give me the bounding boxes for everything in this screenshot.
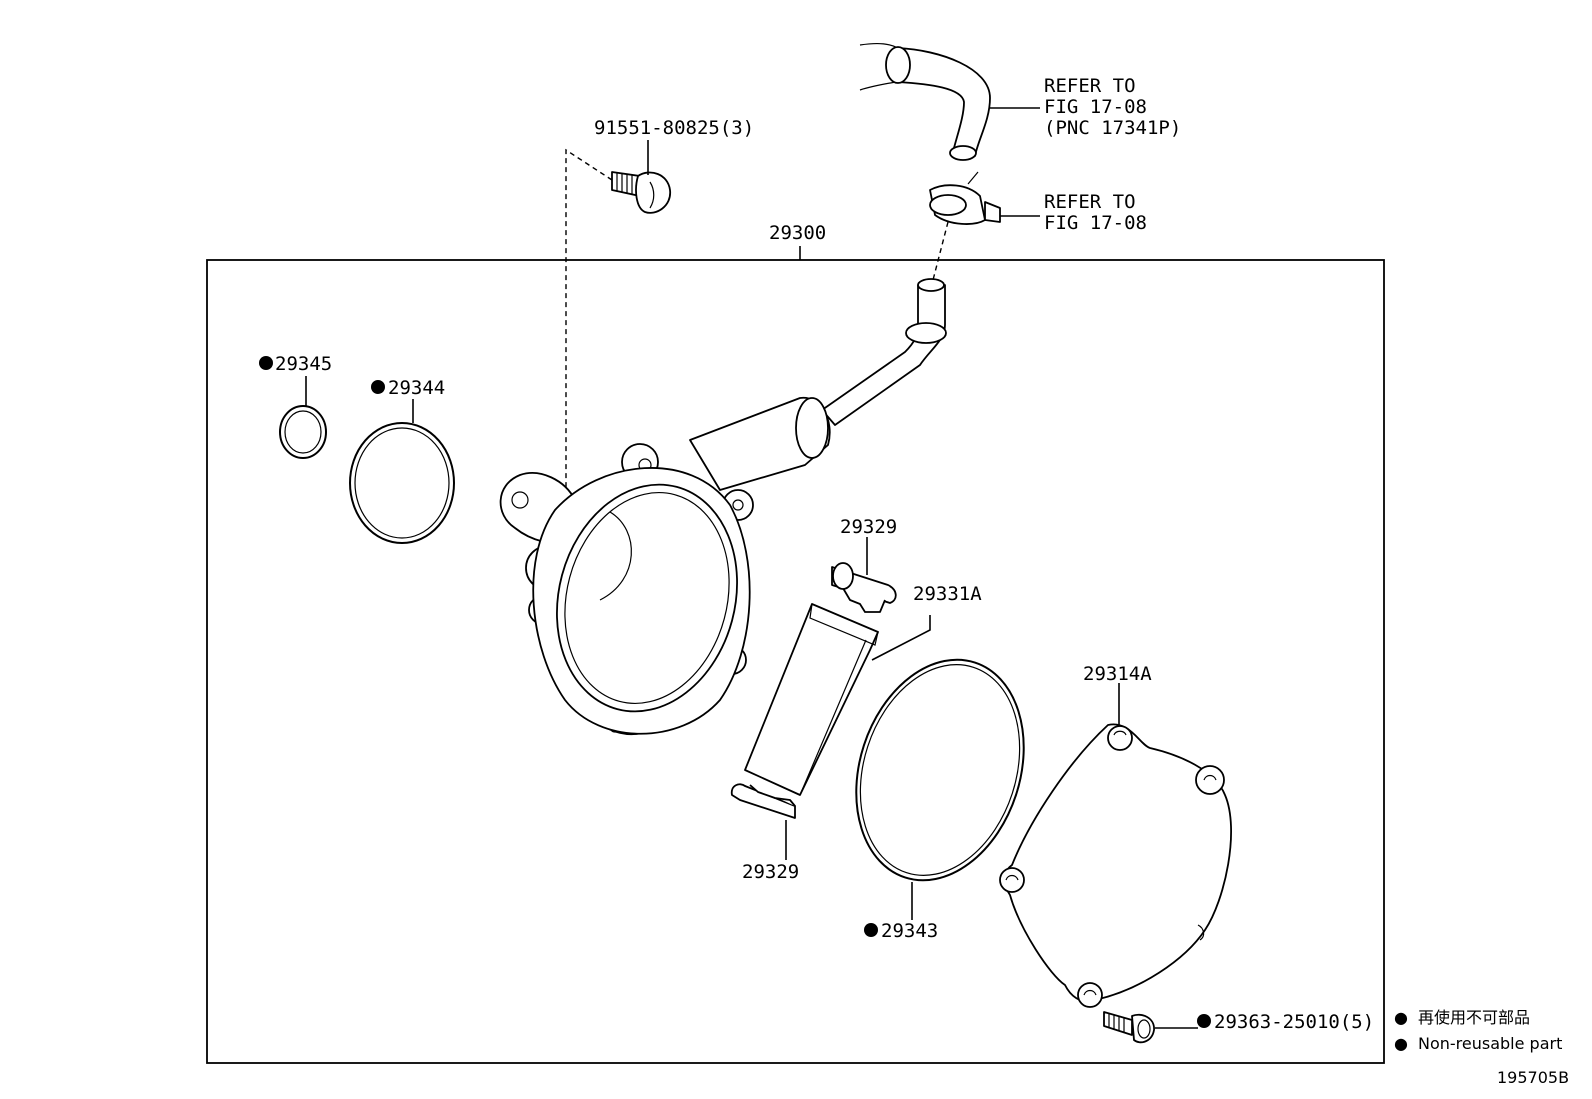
cover-screw xyxy=(1103,1011,1155,1044)
gasket-ring-inner xyxy=(859,664,1021,876)
bolt-assembly-dashline xyxy=(565,148,613,530)
o-ring-small-inner xyxy=(284,410,322,454)
non-reusable-dot-29363 xyxy=(1197,1014,1211,1028)
vane-holder-top xyxy=(831,562,897,613)
assembly-boundary-box xyxy=(206,259,1385,1064)
legend-marker-jp: ● xyxy=(1394,1008,1408,1027)
label-oring-small: 29345 xyxy=(275,353,332,375)
vacuum-pump-body xyxy=(499,278,947,736)
leader-vane xyxy=(871,615,931,661)
o-ring-medium xyxy=(349,422,455,544)
figure-id: 195705B xyxy=(1497,1068,1569,1087)
vacuum-hose xyxy=(859,42,991,161)
legend-japanese: 再使用不可部品 xyxy=(1418,1008,1530,1027)
vane-holder-bottom xyxy=(730,783,796,819)
gasket-ring xyxy=(855,658,1025,882)
label-clamp-ref-2: FIG 17-08 xyxy=(1044,212,1147,234)
non-reusable-dot-29345 xyxy=(259,356,273,370)
label-vane: 29331A xyxy=(913,583,982,605)
clamp-assembly-dashline xyxy=(932,221,949,281)
label-hose-ref-1: REFER TO xyxy=(1044,75,1136,97)
legend-english: Non-reusable part xyxy=(1418,1034,1562,1053)
pump-cover xyxy=(999,723,1232,1008)
label-vane-holder-bottom: 29329 xyxy=(742,861,799,883)
label-oring-medium: 29344 xyxy=(388,377,445,399)
non-reusable-dot-29344 xyxy=(371,380,385,394)
label-hose-ref-2: FIG 17-08 xyxy=(1044,96,1147,118)
hose-clamp xyxy=(929,171,1001,225)
label-hose-ref-3: (PNC 17341P) xyxy=(1044,117,1181,139)
label-bolt-pn: 91551-80825(3) xyxy=(594,117,754,139)
label-assembly: 29300 xyxy=(769,222,826,244)
non-reusable-dot-29343 xyxy=(864,923,878,937)
label-vane-holder-top: 29329 xyxy=(840,516,897,538)
o-ring-medium-inner xyxy=(354,427,450,539)
label-gasket: 29343 xyxy=(881,920,938,942)
o-ring-small xyxy=(279,405,327,459)
label-screw: 29363-25010(5) xyxy=(1214,1011,1374,1033)
legend-marker-en: ● xyxy=(1394,1034,1408,1053)
label-cover: 29314A xyxy=(1083,663,1152,685)
vane-blade xyxy=(744,603,879,796)
bolt-top xyxy=(611,171,671,214)
label-clamp-ref-1: REFER TO xyxy=(1044,191,1136,213)
